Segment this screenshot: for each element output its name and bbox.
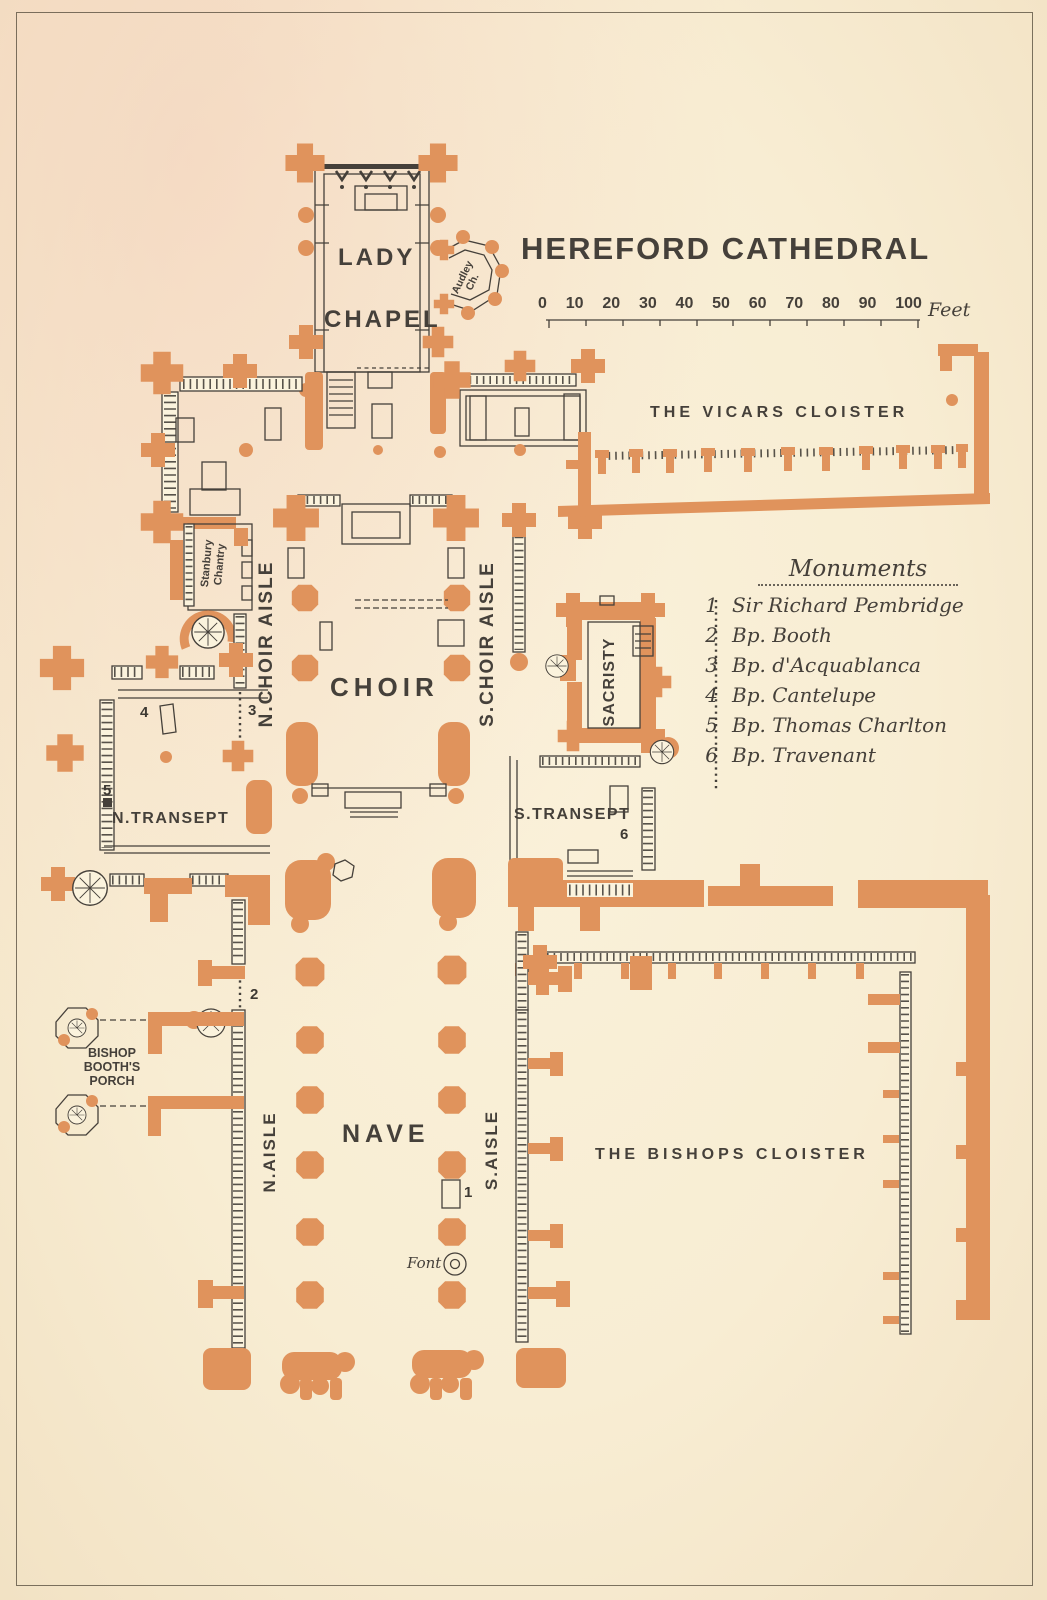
monuments-title: Monuments [758,556,958,586]
scale-tick: 80 [821,295,840,312]
marker-3: 3 [248,702,257,719]
scale-tick: 40 [675,295,694,312]
scale-tick: 30 [638,295,657,312]
bishops-cloister-structure [508,858,990,1335]
scale-tick: 20 [602,295,621,312]
page-border [16,12,1033,1586]
page-title: HEREFORD CATHEDRAL [521,231,931,266]
label-lady-chapel-line1: LADY [338,244,416,271]
monument-item: 3 Bp. d'Acquablanca [698,655,1008,676]
monument-name: Sir Richard Pembridge [732,593,964,617]
label-choir: CHOIR [330,672,439,702]
bishop-booths-porch-structure [55,1007,244,1136]
audley-chapel-structure [433,230,509,320]
sacristy-structure [545,593,679,765]
monument-number: 5 [705,713,718,737]
label-n-aisle: N.AISLE [260,1111,279,1193]
choir-structure [273,494,479,818]
retrochoir-structure [140,349,605,544]
scale-tick: 90 [858,295,877,312]
monument-name: Bp. Booth [732,623,832,647]
monument-name: Bp. d'Acquablanca [732,653,921,677]
label-porch-line2: BOOTH'S [83,1060,141,1074]
monument-number: 2 [705,623,718,647]
label-sacristy: SACRISTY [601,637,618,727]
monument-name: Bp. Cantelupe [732,683,877,707]
label-stanbury-chantry: Stanbury Chantry [199,539,229,589]
nave-structure [198,931,572,1400]
south-transept-structure [509,755,656,871]
monument-name: Bp. Travenant [732,743,876,767]
monument-number: 1 [705,593,718,617]
scale-bar-numbers: 0 10 20 30 40 50 60 70 80 90 100 [538,295,922,313]
label-vicars-cloister: THE VICARS CLOISTER [650,404,909,421]
monument-number: 3 [705,653,718,677]
north-transept-structure [39,643,270,906]
marker-6: 6 [620,826,629,843]
label-bishop-booths-porch: BISHOP BOOTH'S PORCH [68,1046,156,1088]
scale-tick: 50 [712,295,730,312]
scale-tick: 0 [538,295,547,312]
label-nave: NAVE [342,1120,430,1148]
scale-tick: 70 [785,295,804,312]
label-font: Font [407,1254,442,1272]
label-s-transept: S.TRANSEPT [514,806,631,823]
marker-5: 5 [103,782,112,799]
scale-unit: Feet [928,299,971,321]
marker-2: 2 [250,986,259,1003]
label-bishops-cloister: THE BISHOPS CLOISTER [595,1146,869,1163]
scale-tick: 100 [895,295,922,312]
monument-number: 4 [705,683,718,707]
monument-item: 6 Bp. Travenant [698,745,1008,766]
scale-tick: 10 [565,295,584,312]
label-porch-line3: PORCH [89,1074,135,1088]
monument-item: 1 Sir Richard Pembridge [698,595,1008,616]
label-n-transept: N.TRANSEPT [112,810,230,827]
label-s-aisle: S.AISLE [482,1109,501,1191]
monuments-legend: Monuments 1 Sir Richard Pembridge 2 Bp. … [698,556,1008,766]
label-lady-chapel-line2: CHAPEL [324,306,441,333]
crossing-structure [109,853,549,1038]
label-n-choir-aisle: N.CHOIR AISLE [256,560,277,728]
monument-item: 2 Bp. Booth [698,625,1008,646]
marker-1: 1 [464,1184,473,1201]
south-choir-aisle-structure [502,503,718,790]
scale-tick: 60 [748,295,767,312]
marker-4: 4 [140,704,149,721]
monument-item: 4 Bp. Cantelupe [698,685,1008,706]
monument-name: Bp. Thomas Charlton [732,713,948,737]
monument-number: 6 [705,743,718,767]
monument-item: 5 Bp. Thomas Charlton [698,715,1008,736]
label-porch-line1: BISHOP [88,1046,136,1060]
scale-bar-line [546,319,920,328]
stanbury-chantry-structure [170,523,253,611]
label-s-choir-aisle: S.CHOIR AISLE [477,561,498,727]
vicars-cloister-structure [558,344,990,517]
